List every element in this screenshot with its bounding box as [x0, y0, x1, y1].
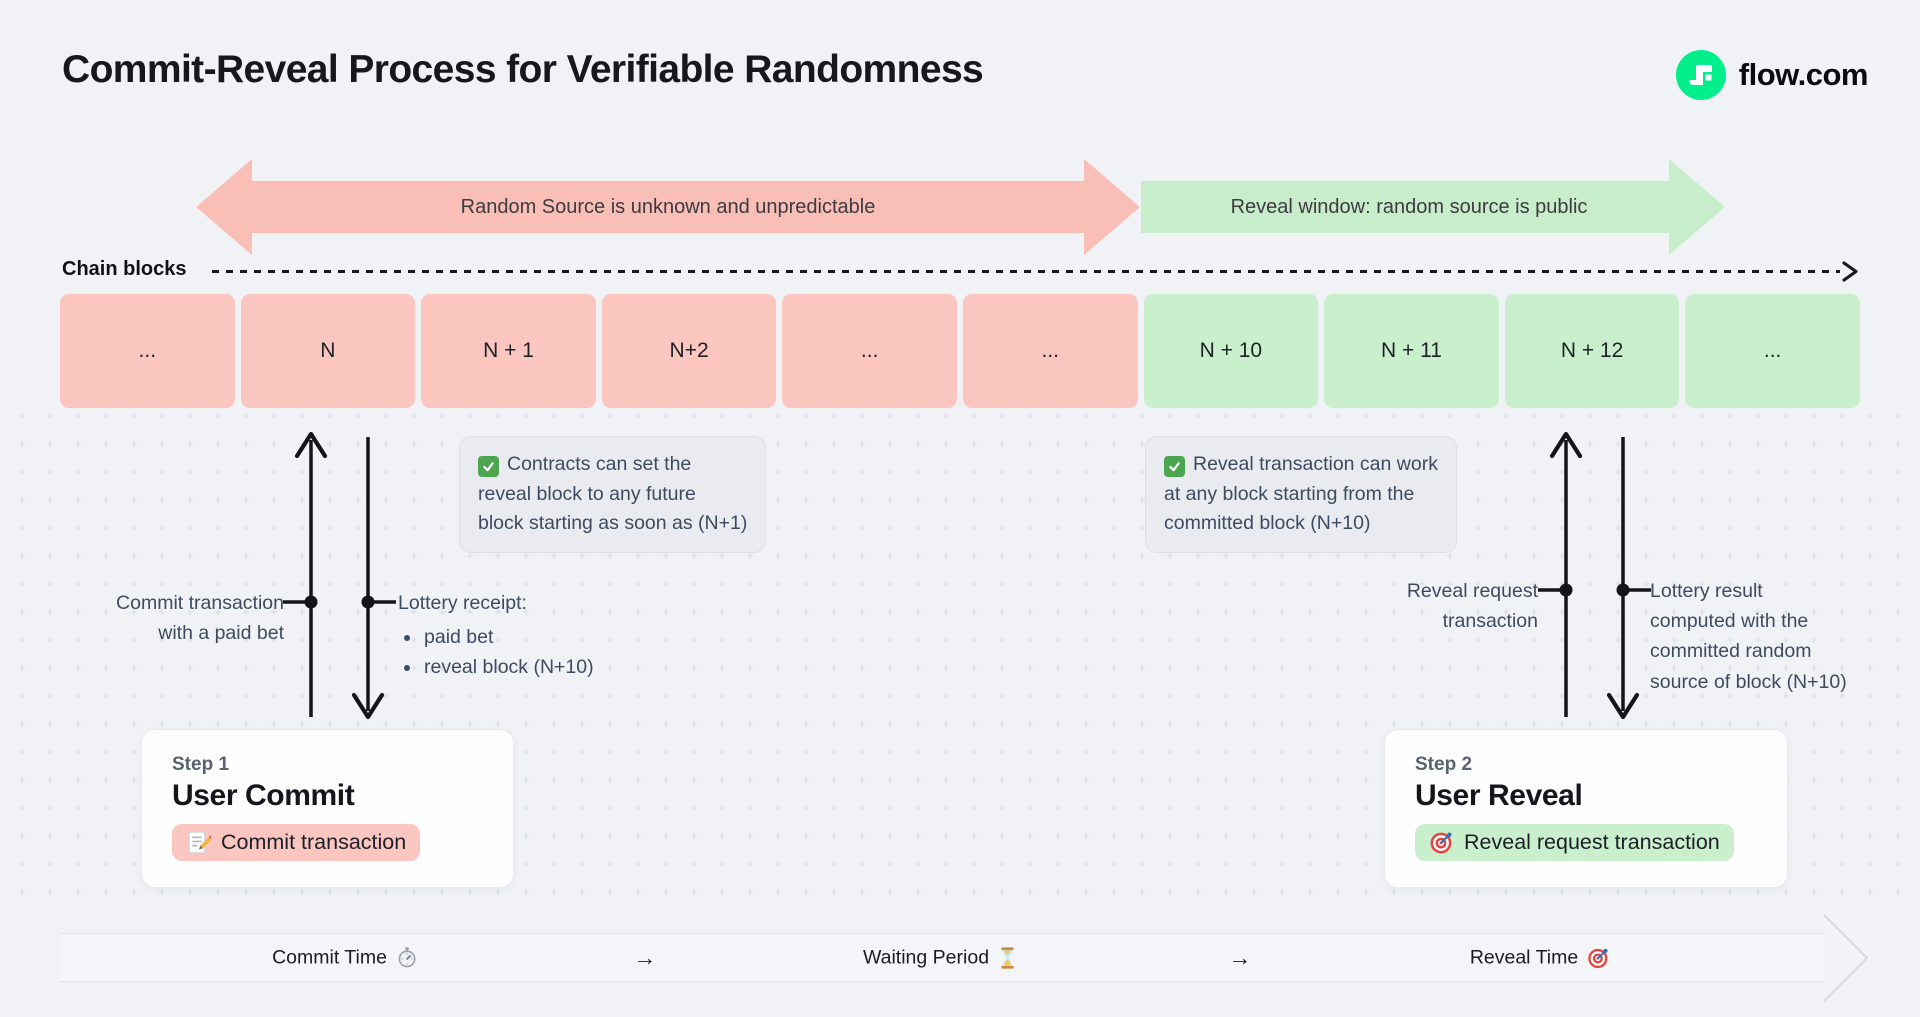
note-reveal-window: Reveal transaction can work at any block… [1145, 436, 1457, 553]
flow-logo-icon [1675, 50, 1726, 100]
step-title: User Reveal [1415, 779, 1583, 812]
chain-block: N + 12 [1504, 294, 1680, 408]
reveal-request-pill: Reveal request transaction [1415, 824, 1734, 861]
timeline-phase-waiting: Waiting Period [863, 946, 1017, 969]
annotation-reveal-request: Reveal request transaction [1406, 580, 1538, 633]
note-line: at any block starting from the [1164, 482, 1415, 505]
timeline-phase-commit: Commit Time [272, 946, 418, 969]
chain-block: ... [60, 294, 235, 408]
timeline-arrow-separator: → [633, 944, 657, 970]
pill-label: Reveal request transaction [1464, 830, 1720, 854]
banner-commit-text: Random Source is unknown and unpredictab… [460, 195, 876, 218]
chain-arrow-icon [1838, 260, 1862, 289]
commit-transaction-pill: Commit transaction [172, 824, 421, 861]
chain-block: N + 11 [1324, 294, 1499, 408]
brand-name: flow.com [1738, 57, 1869, 92]
chain-block: ... [962, 294, 1138, 408]
step-label: Step 1 [172, 754, 230, 775]
memo-icon [186, 830, 211, 855]
timeline-end-chevron-icon [1822, 913, 1872, 1008]
banner-reveal-text: Reveal window: random source is public [1230, 195, 1588, 218]
timeline-phase-reveal: Reveal Time [1470, 946, 1610, 969]
banner-reveal-phase: Reveal window: random source is public [1141, 159, 1725, 255]
annotation-lottery-receipt: Lottery receipt: paid bet reveal block (… [398, 588, 594, 683]
timeline-arrow-separator: → [1228, 944, 1252, 970]
annotation-commit-transaction: Commit transaction with a paid bet [116, 592, 284, 645]
chain-block: N+2 [601, 294, 777, 408]
chain-block: ... [1685, 294, 1860, 408]
step-title: User Commit [172, 779, 355, 812]
note-line: block starting as soon as (N+1) [478, 512, 748, 535]
dot-grid-pattern: ++++++++++++++++++++++++++++++++++++++++… [18, 408, 1902, 899]
chain-blocks-row: ... N N + 1 N+2 ... ... N + 10 N + 11 N … [60, 294, 1860, 408]
chain-block: N [240, 294, 416, 408]
chain-block: ... [782, 294, 957, 408]
note-line: Contracts can set the [507, 453, 692, 475]
step-1-card: Step 1 User Commit Commit transaction [141, 729, 514, 888]
pill-label: Commit transaction [221, 830, 407, 854]
note-line: reveal block to any future [478, 482, 696, 505]
stopwatch-icon [396, 947, 418, 969]
note-line: committed block (N+10) [1164, 512, 1371, 535]
page-title: Commit-Reveal Process for Verifiable Ran… [62, 48, 984, 91]
check-badge-icon [1164, 456, 1185, 477]
note-commit-window: Contracts can set the reveal block to an… [459, 436, 767, 553]
chain-blocks-label: Chain blocks [62, 258, 187, 280]
chain-block: N + 10 [1143, 294, 1319, 408]
target-icon [1429, 830, 1454, 855]
step-label: Step 2 [1415, 754, 1473, 775]
brand: flow.com [1675, 50, 1869, 100]
banner-commit-phase: Random Source is unknown and unpredictab… [196, 159, 1140, 255]
step-2-card: Step 2 User Reveal Reveal request transa… [1384, 729, 1788, 888]
timeline-bar: Commit Time → Waiting Period [60, 933, 1826, 982]
hourglass-icon [998, 946, 1017, 969]
target-icon [1587, 946, 1610, 969]
annotation-lottery-result: Lottery result computed with the committ… [1650, 580, 1847, 693]
chain-dotted-line [212, 270, 1840, 273]
chain-block: N + 1 [421, 294, 596, 408]
check-badge-icon [478, 456, 499, 477]
note-line: Reveal transaction can work [1193, 453, 1438, 475]
